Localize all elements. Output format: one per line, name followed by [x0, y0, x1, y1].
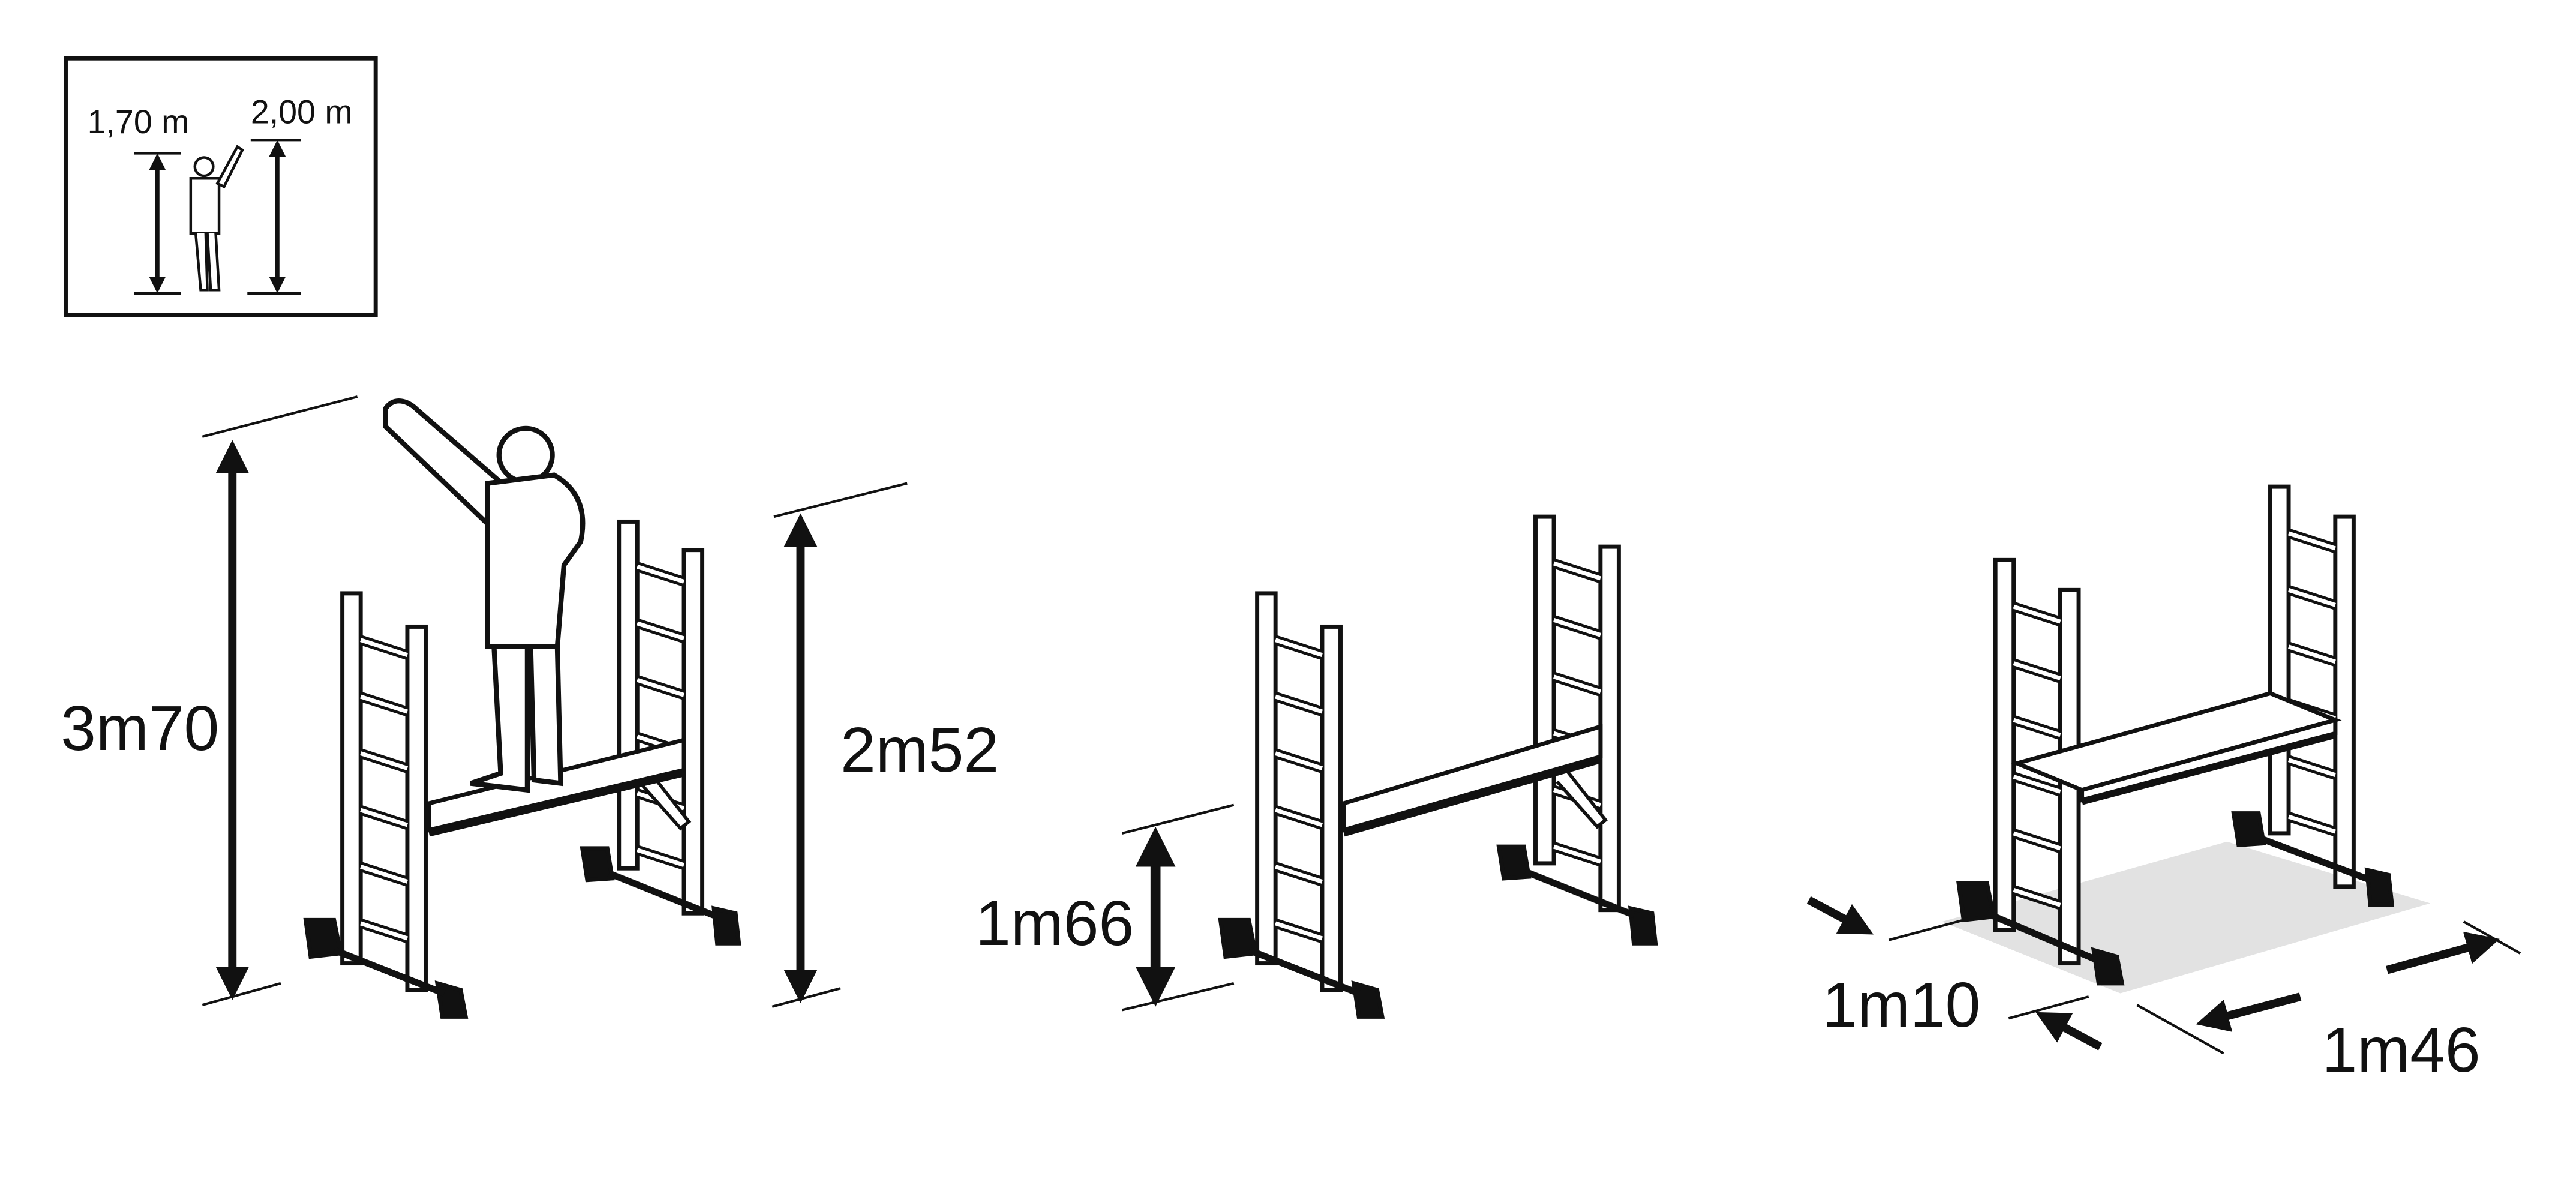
low-platform-label: 1m66 [975, 888, 1134, 959]
total-reach-label: 3m70 [61, 693, 219, 764]
ladder-front-left-2 [1218, 591, 1385, 1019]
scaffold-low-platform: 1m66 [975, 514, 1658, 1019]
length-label: 1m46 [2322, 1015, 2481, 1085]
ladder-back-right-2 [1496, 514, 1658, 946]
worker-figure [383, 398, 586, 793]
height-legend: 1,70 m 2,00 m [64, 56, 378, 317]
legend-frame [64, 56, 378, 317]
platform-deck-2 [1341, 724, 1603, 837]
depth-arrow-top [1806, 896, 1874, 935]
person-small-icon [189, 145, 244, 292]
ladder-front-left [303, 591, 469, 1019]
scaffold-working-height: 3m70 2m52 [61, 395, 999, 1019]
platform-deck-3 [2010, 691, 2342, 805]
ladder-front-left-3 [1956, 557, 2125, 986]
length-arrow-right [2386, 931, 2500, 974]
length-arrow-left [2196, 992, 2302, 1032]
scaffold-footprint: 1m10 1m46 [1806, 484, 2521, 1085]
depth-label: 1m10 [1822, 970, 1980, 1040]
platform-top-label: 2m52 [840, 715, 999, 785]
ladder-back-right [580, 519, 741, 946]
legend-person-height: 1,70 m [88, 103, 190, 140]
depth-arrow-bottom [2035, 1012, 2103, 1051]
ladder-back-right-3 [2231, 484, 2395, 907]
legend-reach-height: 2,00 m [251, 94, 353, 131]
